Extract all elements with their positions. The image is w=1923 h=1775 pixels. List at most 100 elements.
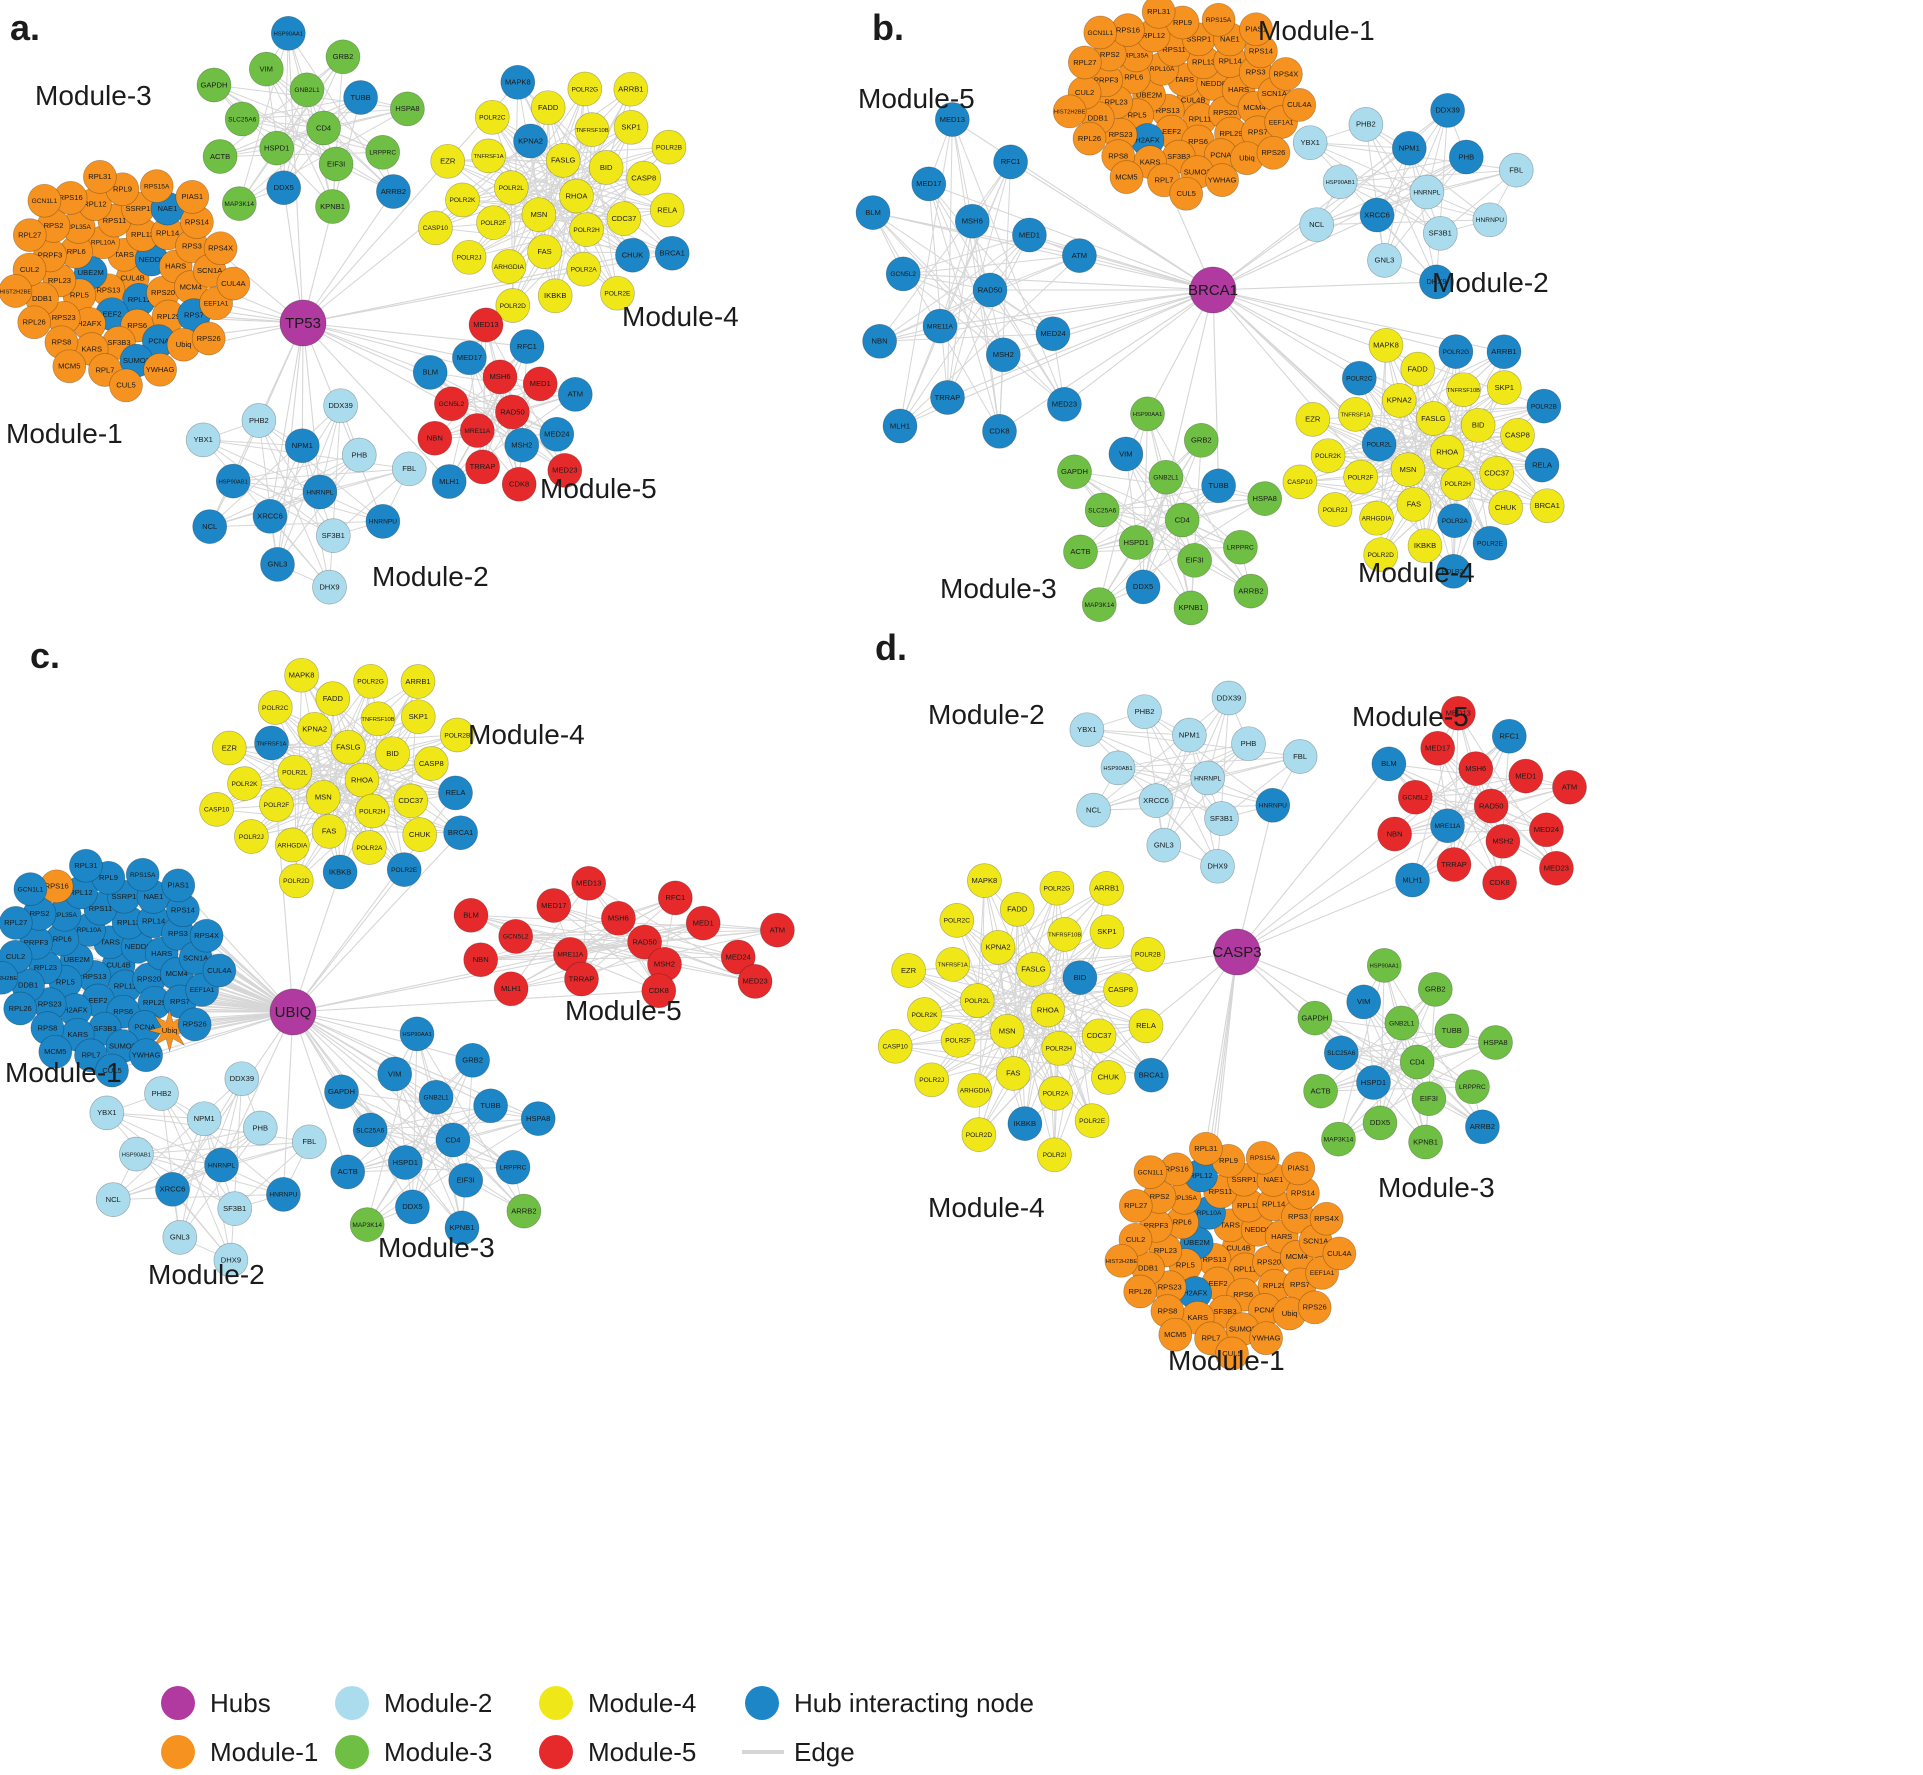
node-label: RPL7 xyxy=(95,365,114,374)
node-label: RPL13 xyxy=(1192,58,1215,67)
edge xyxy=(1053,1035,1100,1155)
edge xyxy=(1033,953,1149,970)
node-CDC37 xyxy=(1081,1018,1117,1054)
node-label: CUL4A xyxy=(1327,1249,1352,1258)
node-POLR2F xyxy=(259,787,294,822)
node-BRCA1 xyxy=(654,235,690,271)
node-label: SUMO3 xyxy=(1184,167,1211,176)
legend-label: Hubs xyxy=(210,1688,271,1718)
node-label: RPS14 xyxy=(171,905,195,914)
node-label: BRCA1 xyxy=(1535,501,1560,510)
node-MSN xyxy=(521,197,557,233)
edge xyxy=(951,119,973,222)
edge xyxy=(493,129,593,223)
node-HSPA8 xyxy=(520,1101,556,1136)
node-label: ARRB2 xyxy=(1238,586,1263,595)
node-label: KPNB1 xyxy=(1413,1137,1438,1146)
node-POLR2H xyxy=(569,212,604,247)
node-label: RPS15A xyxy=(144,183,170,190)
node-label: FBL xyxy=(1293,752,1307,761)
edge xyxy=(899,255,1080,427)
edge xyxy=(258,420,334,536)
edge xyxy=(258,420,278,565)
node-label: BID xyxy=(1074,973,1087,982)
node-HNRNPU xyxy=(1255,787,1291,823)
node-label: VIM xyxy=(1119,449,1133,458)
node-label: GAPDH xyxy=(200,80,227,89)
node-label: RHOA xyxy=(566,191,589,200)
node-MSH2 xyxy=(985,337,1021,373)
node-label: Ubiq xyxy=(162,1026,178,1035)
node-label: POLR2C xyxy=(944,918,971,925)
hub-edge xyxy=(1142,289,1214,588)
node-label: FADD xyxy=(1007,905,1028,914)
legend-swatch-module2 xyxy=(335,1686,369,1720)
node-TRRAP xyxy=(465,449,500,485)
hub-edge xyxy=(1052,289,1214,335)
node-label: BRCA1 xyxy=(1139,1070,1164,1079)
node-label: RPS14 xyxy=(185,217,209,226)
node-CASP8 xyxy=(1500,417,1535,453)
edge xyxy=(1401,1022,1427,1143)
node-label: MED17 xyxy=(1425,744,1450,753)
node-NPM1 xyxy=(284,428,320,464)
node-MED1 xyxy=(1508,758,1544,794)
hub-edge xyxy=(302,322,321,493)
node-MSH6 xyxy=(601,900,636,936)
edge xyxy=(202,439,334,537)
node-HSP90AB1 xyxy=(1322,164,1358,200)
node-RPS4X xyxy=(1309,1201,1344,1236)
node-label: ATM xyxy=(1562,783,1577,792)
node-YWHAG xyxy=(1249,1321,1283,1356)
node-label: MSN xyxy=(999,1027,1016,1036)
node-label: ACTB xyxy=(210,152,230,161)
node-MAP3K14 xyxy=(1081,587,1117,622)
node-label: PCNA xyxy=(1254,1305,1276,1314)
node-label: GCN1L1 xyxy=(32,198,58,205)
node-CASP8 xyxy=(1103,972,1138,1008)
node-label: RPL10A xyxy=(91,240,116,247)
edge xyxy=(1093,804,1273,811)
hub-edge xyxy=(1010,161,1214,291)
node-label: RPS7 xyxy=(184,310,204,319)
edge xyxy=(1080,485,1219,553)
node-label: RPL7 xyxy=(1201,1334,1220,1343)
node-label: RPS14 xyxy=(1291,1188,1315,1197)
node-label: RPS8 xyxy=(1108,151,1128,160)
node-VIM xyxy=(1108,436,1144,472)
hub-edge xyxy=(221,1011,294,1166)
node-MED24 xyxy=(539,416,575,452)
node-CASP10 xyxy=(199,792,234,827)
node-label: POLR2F xyxy=(264,802,290,809)
node-POLR2G xyxy=(567,71,603,107)
node-RPL31 xyxy=(69,848,103,883)
node-label: RPS26 xyxy=(197,334,221,343)
node-label: POLR2F xyxy=(481,220,507,227)
node-label: MRE11A xyxy=(1435,823,1461,830)
node-POLR2H xyxy=(1041,1030,1077,1066)
hub-edge xyxy=(282,1011,294,1195)
node-label: NCL xyxy=(106,1195,121,1204)
hub-edge xyxy=(1212,289,1360,379)
node-label: MSH2 xyxy=(654,960,675,969)
edge xyxy=(216,734,458,810)
node-label: RPS13 xyxy=(96,285,120,294)
node-POLR2C xyxy=(939,903,975,938)
node-BID xyxy=(375,736,410,772)
edge xyxy=(1314,1017,1430,1100)
node-label: HNRNPL xyxy=(208,1162,235,1169)
node-label: SCN1A xyxy=(183,953,209,962)
node-NBN xyxy=(1377,816,1412,852)
node-MRE11A xyxy=(1430,808,1465,844)
node-label: RAD50 xyxy=(978,285,1002,294)
node-IKBKB xyxy=(322,854,358,890)
node-label: POLR2K xyxy=(449,197,476,204)
edge xyxy=(372,734,458,812)
node-label: SF3B3 xyxy=(1167,152,1190,161)
node-label: CUL4A xyxy=(207,966,232,975)
node-label: RPL7 xyxy=(1155,176,1174,185)
node-TUBB xyxy=(343,80,378,115)
node-label: SF3B1 xyxy=(322,531,345,540)
node-label: NBN xyxy=(1387,829,1403,838)
node-label: RPL27 xyxy=(1073,58,1096,67)
